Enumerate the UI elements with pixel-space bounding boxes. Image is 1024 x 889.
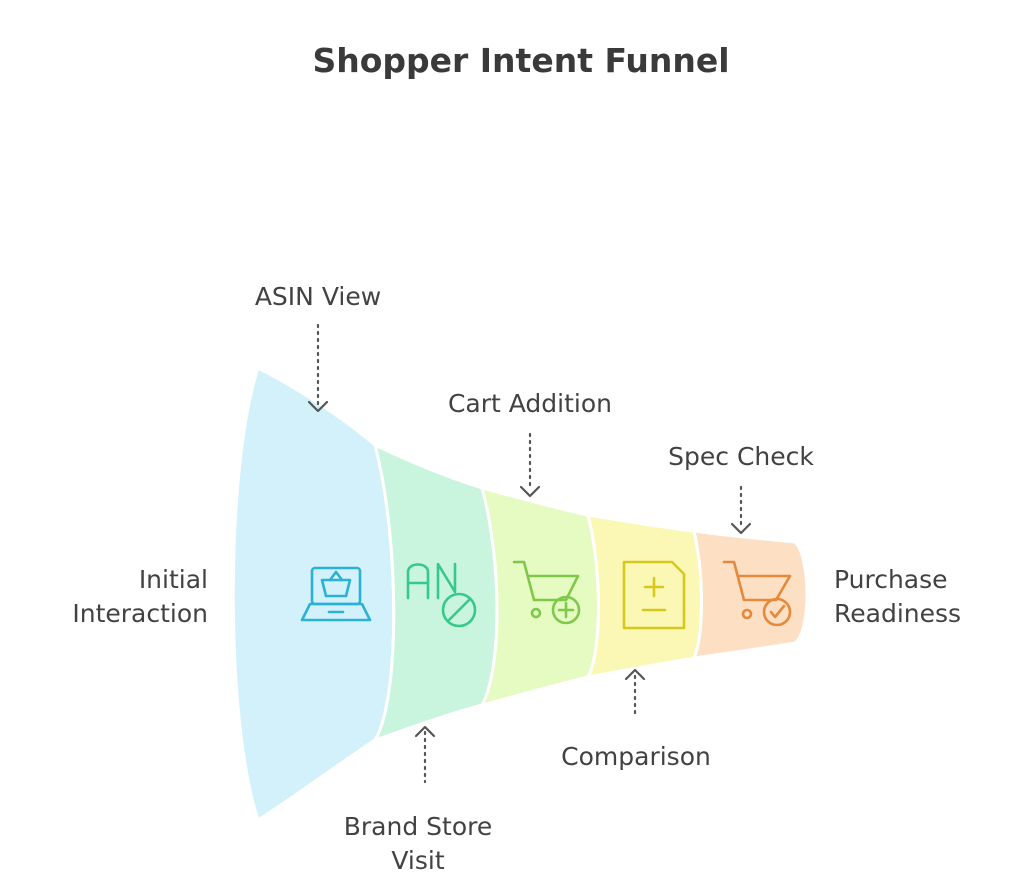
callout-comparison: Comparison [561, 668, 711, 771]
exit-label: Purchase Readiness [834, 565, 961, 628]
entry-label: Initial Interaction [72, 565, 208, 628]
stage-label-comparison: Comparison [561, 742, 711, 771]
funnel-segment-spec-check [691, 529, 809, 660]
stage-label-spec-check: Spec Check [668, 442, 814, 471]
stage-label-asin-view: ASIN View [255, 282, 381, 311]
entry-label-line1: Initial [139, 565, 208, 594]
funnel-segment-brand-store [371, 442, 499, 743]
cart-check-icon [722, 560, 792, 627]
callout-cart-addition: Cart Addition [448, 389, 612, 498]
callout-spec-check: Spec Check [668, 442, 814, 535]
exit-label-line1: Purchase [834, 565, 948, 594]
callout-asin-view: ASIN View [255, 282, 381, 413]
plus-minus-doc-icon [622, 560, 686, 630]
stage-label-brand-store-visit-line1: Brand Store [344, 812, 493, 841]
stage-label-cart-addition: Cart Addition [448, 389, 612, 418]
cart-add-icon [512, 560, 581, 625]
laptop-basket-icon [300, 566, 372, 622]
callout-brand-store-visit: Brand Store Visit [344, 725, 493, 875]
entry-label-line2: Interaction [72, 599, 208, 628]
exit-label-line2: Readiness [834, 599, 961, 628]
stage-label-brand-store-visit-line2: Visit [391, 846, 444, 875]
funnel-segment-asin-view [231, 365, 396, 823]
diagram-title: Shopper Intent Funnel [312, 41, 729, 80]
funnel-body [231, 365, 809, 823]
funnel-segment-cart-addition [478, 485, 600, 708]
brand-prohibited-icon [406, 562, 477, 628]
